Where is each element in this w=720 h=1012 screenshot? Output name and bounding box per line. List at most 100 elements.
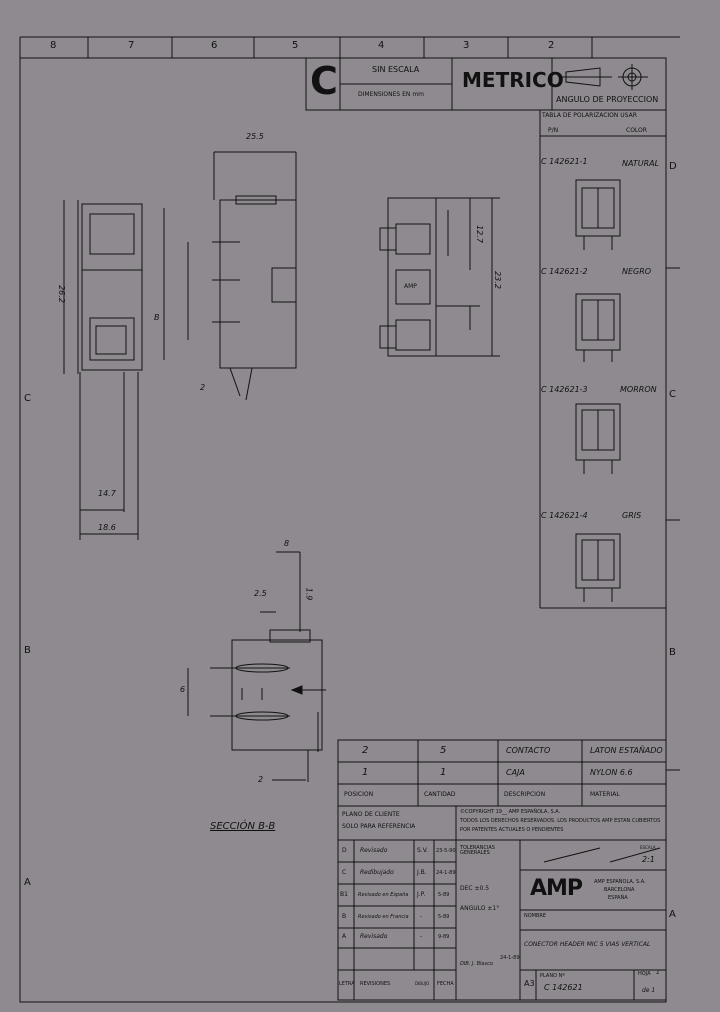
row-label-left-c: C [24,393,31,404]
rev-date-a: 9-89 [438,934,450,940]
color-4: GRIS [622,511,642,520]
scale-label: ESCALA [640,845,656,850]
copyright-line1: ©COPYRIGHT 19__ AMP ESPAÑOLA, S.A. [460,809,561,815]
bom-qty-2: 1 [440,767,447,778]
connector-end-view [379,197,500,357]
projection-symbol-icon [560,64,648,90]
column-label-8: 8 [50,40,57,51]
color-1: NATURAL [622,159,660,168]
part-name: CONECTOR HEADER MIC 5 VIAS VERTICAL [524,941,651,948]
drawing-no-label: PLANO Nº [540,973,565,979]
bom-desc-1: CONTACTO [506,746,551,755]
bom-pos-1: 2 [362,745,369,756]
column-label-3: 3 [463,40,470,51]
bom-header-qty: CANTIDAD [424,791,456,798]
bom-header-pos: POSICION [344,791,374,798]
rev-footer-letra: LETRA [339,981,355,987]
rev-date-b1: 5-89 [438,892,450,898]
rev-letter-a: A [342,933,347,940]
sheet-number: 1 [656,969,660,976]
row-label-b: B [669,647,676,658]
section-title: SECCIÓN B-B [210,821,276,832]
dim-25-5: 25.5 [246,132,264,141]
border-frame [19,57,667,1003]
column-label-5: 5 [292,40,299,51]
rev-text-b: Revisado en Francia [358,914,409,920]
metric-text: METRICO [462,68,564,92]
rev-letter-b: B [342,913,347,920]
rev-text-c: Redibujado [360,869,394,876]
tolerances-title: TOLERANCIAS GENERALES [460,845,495,856]
rev-by-d: S.V. [417,847,428,854]
amp-mark: AMP [404,283,417,290]
connector-side-view [187,151,297,401]
rev-letter-c: C [342,869,347,876]
copyright-line2: TODOS LOS DERECHOS RESERVADOS. LOS PRODU… [460,818,661,824]
polarization-title: TABLA DE POLARIZACION USAR [542,112,637,119]
rev-letter-d: D [342,847,347,854]
row-label-d: D [669,161,677,172]
column-label-2: 2 [548,40,555,51]
company-logo: AMP [530,876,583,901]
pn-4: C 142621-4 [541,511,588,520]
row-label-a: A [669,909,676,920]
sheet-label: HOJA [638,971,651,977]
bom-qty-1: 5 [440,745,447,756]
dim-6: 6 [180,685,186,694]
polarization-variant-4 [575,533,621,602]
scale-value: 2:1 [642,855,655,864]
rev-by-b1: J.P. [417,891,426,898]
row-label-left-a: A [24,877,31,888]
rev-text-d: Revisado [360,847,388,854]
rev-by-a: - [420,933,423,940]
dim-26-2: 26.2 [56,285,66,303]
column-label-4: 4 [378,40,385,51]
revision-block [337,805,667,1001]
bom-mat-2: NYLON 6.6 [590,768,633,777]
units-text: DIMENSIONES EN mm [358,91,425,98]
bom-pos-2: 1 [362,767,369,778]
column-label-7: 7 [128,40,135,51]
color-3: MORRON [620,385,657,394]
rev-footer-fecha: FECHA [437,981,454,987]
dim-2-bottom: 2 [258,775,264,784]
rev-by-c: J.B. [417,869,427,876]
client-note-line2: SOLO PARA REFERENCIA [342,823,416,830]
dim-12-7: 12.7 [474,225,484,243]
connector-front-view [63,200,165,540]
polarization-variant-1 [575,179,621,250]
rev-date-b: 5-89 [438,914,450,920]
client-note-line1: PLANO DE CLIENTE [342,811,400,818]
tolerances-dec: DEC ±0.5 [460,885,490,892]
rev-by-b: - [420,913,423,920]
dim-14-7: 14.7 [98,489,116,498]
drawn-date: 24-1-89 [500,955,520,961]
dim-23-2: 23.2 [492,271,502,289]
dim-18-6: 18.6 [98,523,116,532]
column-label-6: 6 [211,40,218,51]
pn-header: P/N [548,127,559,134]
drawing-no: C 142621 [544,983,583,992]
rev-text-b1: Revisado en España [358,892,409,898]
dim-2-5: 2.5 [254,589,267,598]
bom-header-mat: MATERIAL [590,791,620,798]
tolerances-angle: ANGULO ±1° [460,905,500,912]
rev-footer-dibujo: DIBUJO [415,981,430,986]
pn-1: C 142621-1 [541,157,588,166]
row-label-c: C [669,389,676,400]
scale-text: SIN ESCALA [372,65,420,74]
bom-mat-1: LATON ESTAÑADO [590,746,663,755]
rev-footer-revisiones: REVISIONES [360,981,391,987]
rev-text-a: Revisado [360,933,388,940]
color-header: COLOR [626,127,647,134]
company-country: ESPAÑA [608,895,628,901]
part-name-label: NOMBRE [524,913,547,919]
part-size: A3 [524,979,535,988]
projection-text: ANGULO DE PROYECCION [556,95,659,104]
rev-date-c: 24-1-89 [436,870,456,876]
sheet-size-letter: C [310,59,338,103]
dim-8: 8 [284,539,290,548]
drawn-by: DIB. J. Blasco [460,961,493,967]
dim-2-top: 2 [200,383,206,392]
